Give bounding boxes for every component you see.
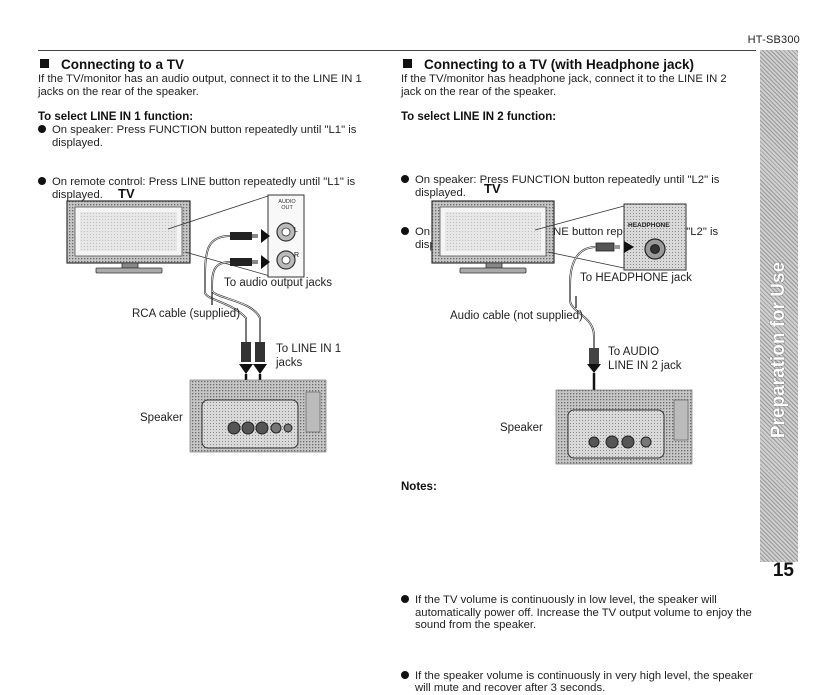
right-tv-icon	[431, 200, 555, 274]
left-bullet-1: On speaker: Press FUNCTION button repeat…	[38, 124, 387, 149]
audio-out-label: AUDIO OUT	[278, 199, 296, 211]
right-bullet-1-text: On speaker: Press FUNCTION button repeat…	[415, 174, 720, 199]
headphone-panel	[623, 203, 687, 271]
note-1: If the TV volume is continuously in low …	[401, 594, 760, 632]
notes-title: Notes:	[401, 481, 437, 493]
bullet-dot-icon	[38, 177, 46, 185]
jacks-label: jacks	[276, 357, 303, 369]
sidebar-text: Preparation for Use	[768, 261, 789, 439]
model-number: HT-SB300	[747, 34, 800, 46]
left-bullet-2: On remote control: Press LINE button rep…	[38, 176, 387, 201]
r-label: R	[294, 252, 300, 259]
bullet-dot-icon	[401, 227, 409, 235]
bullet-dot-icon	[401, 670, 409, 679]
left-tv-icon	[66, 200, 191, 274]
left-section-title: Connecting to a TV	[40, 57, 184, 72]
audio-cable-label: Audio cable (not supplied)	[450, 310, 583, 322]
left-select-title: To select LINE IN 1 function:	[38, 111, 194, 123]
header-rule	[38, 50, 756, 51]
right-speaker-label: Speaker	[500, 422, 543, 434]
right-section-title: Connecting to a TV (with Headphone jack)	[403, 57, 694, 72]
rca-cable-label: RCA cable (supplied)	[132, 308, 241, 320]
left-speaker-label: Speaker	[140, 412, 183, 424]
headphone-label: HEADPHONE	[628, 222, 670, 229]
to-line-in-1-label: To LINE IN 1	[276, 343, 342, 355]
note-2-text: If the speaker volume is continuously in…	[415, 669, 753, 695]
right-tv-label: TV	[484, 181, 501, 196]
to-headphone-label: To HEADPHONE jack	[580, 272, 692, 284]
left-tv-label: TV	[118, 186, 135, 201]
right-select-title: To select LINE IN 2 function:	[401, 111, 557, 123]
rca-plug-icon	[230, 229, 270, 269]
bullet-dot-icon	[401, 595, 409, 603]
left-bullet-1-text: On speaker: Press FUNCTION button repeat…	[52, 124, 357, 149]
note-2: If the speaker volume is continuously in…	[401, 670, 760, 695]
left-bullet-2-text: On remote control: Press LINE button rep…	[52, 176, 356, 201]
bullet-dot-icon	[38, 125, 46, 133]
audio-out-panel	[267, 194, 305, 278]
to-audio-label: To AUDIO	[608, 346, 660, 358]
bullet-dot-icon	[401, 175, 409, 183]
left-intro: If the TV/monitor has an audio output, c…	[38, 73, 362, 98]
right-bullet-1: On speaker: Press FUNCTION button repeat…	[401, 174, 755, 199]
left-speaker-panel	[189, 379, 327, 453]
note-1-text: If the TV volume is continuously in low …	[415, 594, 752, 631]
l-label: L	[294, 227, 298, 234]
square-bullet-icon	[403, 59, 412, 68]
connection-diagrams	[66, 194, 693, 465]
right-title-text: Connecting to a TV (with Headphone jack)	[424, 57, 695, 72]
square-bullet-icon	[40, 59, 49, 68]
left-title-text: Connecting to a TV	[61, 57, 184, 72]
right-intro: If the TV/monitor has headphone jack, co…	[401, 73, 727, 98]
right-speaker-panel	[555, 389, 693, 465]
section-sidebar-tab: Preparation for Use	[760, 50, 798, 562]
line-in-2-label: LINE IN 2 jack	[608, 360, 682, 372]
page-number: 15	[772, 560, 794, 581]
to-audio-output-label: To audio output jacks	[224, 277, 333, 289]
